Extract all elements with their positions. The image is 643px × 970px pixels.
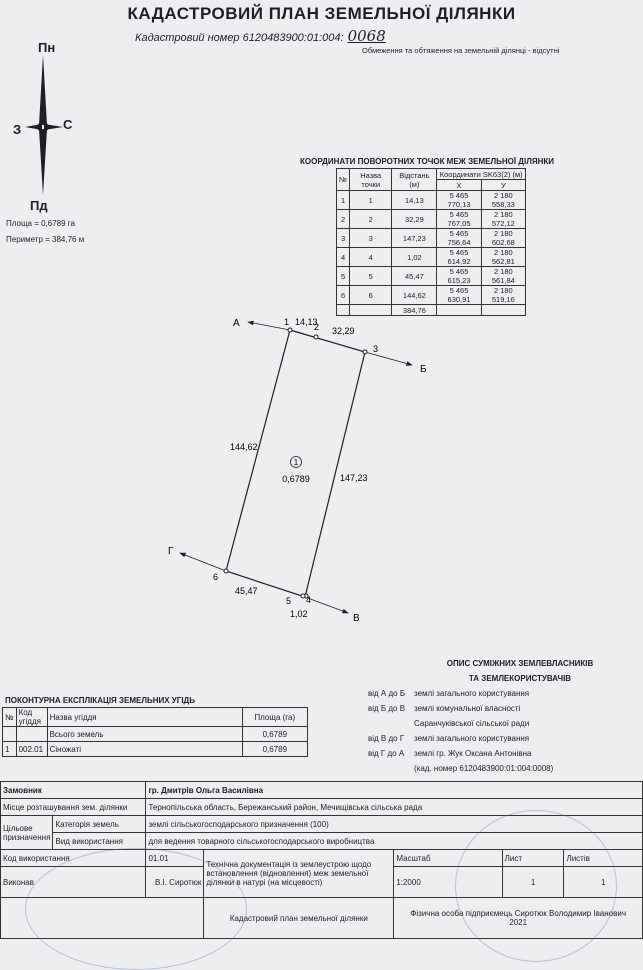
point-2-label: 2: [314, 322, 319, 332]
point-6-marker: [223, 568, 229, 574]
arrow-v-line: [304, 596, 349, 614]
parcel-plan: 1 2 3 4 5 6 14,13 32,29 1,02 45,47 144,6…: [168, 317, 427, 624]
explication-total-label: Всього земель: [46, 726, 243, 742]
arrow-a-line: [247, 320, 291, 331]
point-5-label: 5: [286, 596, 291, 606]
arrow-g-label: Г: [168, 546, 174, 557]
dist-6-1-label: 144,62: [230, 442, 258, 452]
dist-2-3-label: 32,29: [332, 326, 355, 336]
arrow-g-line: [179, 552, 227, 572]
category-label: Категорія земель: [52, 815, 147, 833]
arrow-b-line: [364, 351, 413, 366]
dist-5-6-label: 45,47: [235, 586, 258, 596]
location-value: Тернопільська область, Бережанський райо…: [145, 798, 643, 816]
compass-south-label: Пд: [30, 198, 48, 213]
compass-west-label: З: [13, 122, 22, 137]
point-1-marker: [287, 327, 293, 333]
coord-table: № Назва точки Відстань (м) Координати SK…: [335, 168, 527, 316]
dist-3-4-label: 147,23: [340, 473, 368, 483]
perimeter-summary: Периметр = 384,76 м: [6, 235, 85, 244]
customer-name: гр. Дмитрів Ольга Василівна: [145, 781, 643, 799]
point-5-marker: [300, 593, 306, 599]
restrictions-note: Обмеження та обтяження на земельній діля…: [362, 46, 560, 55]
explication-table: № Код угіддя Назва угіддя Площа (га) Всь…: [2, 707, 309, 757]
document-title: КАДАСТРОВИЙ ПЛАН ЗЕМЕЛЬНОЇ ДІЛЯНКИ: [127, 4, 516, 23]
compass-rose-icon: [25, 55, 63, 195]
parcel-area: 0,6789: [282, 474, 310, 484]
point-2-marker: [313, 334, 319, 340]
stamp-right: [455, 810, 617, 962]
dist-1-2-label: 14,13: [295, 317, 318, 327]
explication-total-area: 0,6789: [241, 726, 309, 742]
neighbor-row: (кад. номер 6120483900:01:004:0008): [414, 764, 554, 773]
cadastral-number-line: Кадастровий номер 6120483900:01:004:0068: [135, 27, 386, 45]
explication-title: ПОКОНТУРНА ЕКСПЛІКАЦІЯ ЗЕМЕЛЬНИХ УГІДЬ: [5, 696, 195, 705]
arrow-b-label: Б: [420, 364, 427, 375]
compass-east-label: С: [63, 117, 73, 132]
coord-table-title: КООРДИНАТИ ПОВОРОТНИХ ТОЧОК МЕЖ ЗЕМЕЛЬНО…: [300, 157, 554, 166]
cadastral-handwritten: 0068: [347, 27, 386, 45]
use-label: Вид використання: [52, 832, 147, 850]
area-summary: Площа = 0,6789 га: [6, 219, 75, 228]
purpose-label: Цільове призначення: [0, 815, 54, 850]
coord-col-coords: Координати SK63(2) (м): [436, 168, 526, 180]
point-4-label: 4: [306, 595, 311, 605]
coord-col-dist: Відстань (м): [391, 168, 438, 191]
cadastral-number: 6120483900:01:004:: [242, 32, 344, 44]
neighbors-title: ОПИС СУМІЖНИХ ЗЕМЛЕВЛАСНИКІВ ТА ЗЕМЛЕКОР…: [446, 659, 594, 683]
point-1-label: 1: [284, 317, 289, 327]
neighbor-row: Саранчуківської сільської ради: [414, 719, 530, 728]
coord-total: 384,76: [391, 304, 438, 316]
coord-col-name: Назва точки: [349, 168, 393, 191]
location-label: Місце розташування зем. ділянки: [0, 798, 147, 816]
parcel-number: 1: [294, 458, 299, 467]
stamp-left: [25, 848, 247, 970]
parcel-number-circle: [290, 456, 302, 468]
arrow-v-label: В: [353, 613, 360, 624]
coord-total-row: 384,76: [335, 304, 527, 316]
coord-col-y: У: [480, 179, 527, 191]
arrow-a-label: А: [233, 318, 240, 329]
dist-4-5-label: 1,02: [290, 609, 308, 619]
coord-col-x: Х: [436, 179, 482, 191]
point-6-label: 6: [213, 572, 218, 582]
point-3-label: 3: [373, 344, 378, 354]
customer-label: Замовник: [0, 781, 147, 799]
coord-col-num: №: [335, 168, 351, 191]
cadastral-label: Кадастровий номер: [135, 32, 240, 44]
point-3-marker: [362, 349, 368, 355]
compass-north-label: Пн: [38, 40, 56, 55]
